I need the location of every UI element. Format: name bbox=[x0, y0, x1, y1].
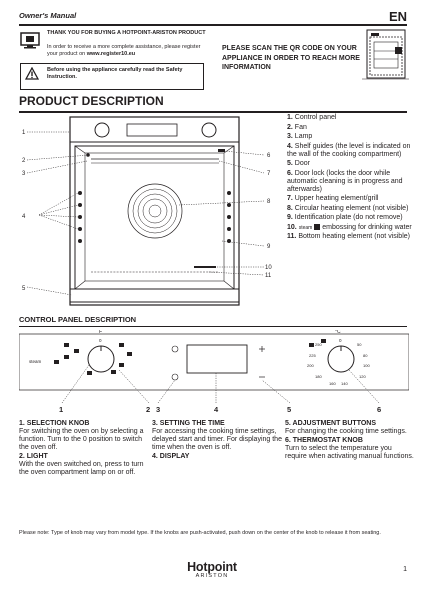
panel-label-5: 5 bbox=[287, 405, 291, 414]
selector-knob-f-label: F bbox=[99, 330, 102, 335]
part-item: 3. Lamp bbox=[287, 133, 313, 140]
setting-time-heading: 3. SETTING THE TIME bbox=[152, 420, 225, 427]
temp-140: 140 bbox=[341, 381, 348, 386]
desc-column-3: 5. ADJUSTMENT BUTTONS For changing the c… bbox=[285, 420, 415, 461]
control-panel-title: CONTROL PANEL DESCRIPTION bbox=[19, 315, 137, 324]
qr-scan-text: PLEASE SCAN THE QR CODE ON YOUR APPLIANC… bbox=[222, 45, 360, 71]
panel-label-3: 3 bbox=[156, 405, 160, 414]
part-item: 10. steam embossing for drinking water bbox=[287, 223, 412, 231]
desc-column-1: 1. SELECTION KNOB For switching the oven… bbox=[19, 420, 149, 477]
part-item: 5. Door bbox=[287, 160, 310, 167]
temp-250: 250 bbox=[315, 342, 322, 347]
part-item: 2. Fan bbox=[287, 123, 307, 131]
brand-sub: ARISTON bbox=[195, 573, 229, 579]
part-item: 6. Door lock (locks the door while autom… bbox=[287, 169, 403, 193]
header-divider bbox=[19, 24, 407, 26]
selector-knob-zero: 0 bbox=[99, 338, 102, 343]
thermostat-knob-zero: 0 bbox=[339, 338, 342, 343]
knob-note: Please note: Type of knob may vary from … bbox=[19, 530, 381, 536]
part-item: 9. Identification plate (do not remove) bbox=[287, 214, 403, 221]
manual-title: Owner's Manual bbox=[19, 11, 77, 20]
light-heading: 2. LIGHT bbox=[19, 453, 48, 460]
temp-80: 80 bbox=[363, 353, 368, 358]
thank-you-heading: THANK YOU FOR BUYING A HOTPOINT-ARISTON … bbox=[47, 30, 206, 36]
panel-label-4: 4 bbox=[214, 405, 219, 414]
temp-225: 225 bbox=[309, 353, 316, 358]
panel-label-6: 6 bbox=[377, 405, 381, 414]
language-code: EN bbox=[388, 9, 407, 24]
steam-function-label: steam bbox=[29, 359, 42, 364]
callout-10: 10 bbox=[265, 265, 272, 271]
display-heading: 4. DISPLAY bbox=[152, 453, 190, 460]
warning-triangle-icon bbox=[25, 67, 39, 80]
callout-8: 8 bbox=[267, 199, 271, 205]
thermostat-knob-text: Turn to select the temperature you requi… bbox=[285, 445, 414, 460]
brand-name: Hotpoint bbox=[187, 560, 237, 574]
callout-11: 11 bbox=[265, 273, 272, 279]
callout-1: 1 bbox=[22, 130, 26, 136]
safety-warning-text: Before using the appliance carefully rea… bbox=[47, 67, 183, 80]
callout-5: 5 bbox=[22, 286, 26, 292]
drop-icon bbox=[314, 223, 321, 230]
callout-7: 7 bbox=[267, 171, 271, 177]
temp-160: 160 bbox=[329, 381, 336, 386]
product-description-title: PRODUCT DESCRIPTION bbox=[19, 94, 164, 108]
temp-180: 180 bbox=[315, 374, 322, 379]
selection-knob-heading: 1. SELECTION KNOB bbox=[19, 420, 90, 427]
callout-6: 6 bbox=[267, 153, 271, 159]
adjustment-buttons-heading: 5. ADJUSTMENT BUTTONS bbox=[285, 420, 377, 427]
control-divider bbox=[19, 326, 407, 327]
light-text: With the oven switched on, press to turn… bbox=[19, 461, 144, 476]
register-computer-icon bbox=[20, 32, 40, 49]
callout-4: 4 bbox=[22, 214, 26, 220]
brand-logo: Hotpoint ARISTON bbox=[172, 560, 252, 579]
register-url[interactable]: www.register10.eu bbox=[86, 51, 136, 57]
part-item: 1. Control panel bbox=[287, 114, 337, 121]
thermostat-knob-heading: 6. THERMOSTAT KNOB bbox=[285, 437, 363, 444]
temp-100: 100 bbox=[363, 363, 370, 368]
selection-knob-text: For switching the oven on by selecting a… bbox=[19, 428, 144, 451]
part-item: 4. Shelf guides (the level is indicated … bbox=[287, 142, 411, 158]
temp-200: 200 bbox=[307, 363, 314, 368]
callout-3: 3 bbox=[22, 171, 26, 177]
panel-label-1: 1 bbox=[59, 405, 63, 414]
oven-diagram: 1 2 3 4 5 6 7 8 9 10 11 bbox=[22, 116, 272, 306]
part-item: 7. Upper heating element/grill bbox=[287, 195, 379, 202]
control-panel-diagram: F 0 steam °C 0 250 50 225 80 200 100 180… bbox=[19, 330, 409, 414]
callout-9: 9 bbox=[267, 244, 271, 250]
setting-time-text: For accessing the cooking time settings,… bbox=[152, 428, 282, 451]
safety-warning-box bbox=[20, 63, 204, 90]
temp-120: 120 bbox=[359, 374, 366, 379]
page-number: 1 bbox=[403, 566, 407, 573]
callout-2: 2 bbox=[22, 158, 26, 164]
panel-label-2: 2 bbox=[146, 405, 150, 414]
oven-qr-illustration bbox=[362, 29, 409, 80]
desc-column-2: 3. SETTING THE TIME For accessing the co… bbox=[152, 420, 282, 461]
section-divider bbox=[19, 111, 407, 113]
parts-list: 1. Control panel 2. Fan 3. Lamp 4. Shelf… bbox=[287, 114, 412, 243]
thermostat-degree-label: °C bbox=[335, 330, 341, 335]
part-item: 8. Circular heating element (not visible… bbox=[287, 204, 409, 212]
temp-50: 50 bbox=[357, 342, 362, 347]
adjustment-buttons-text: For changing the cooking time settings. bbox=[285, 428, 407, 435]
steam-word: steam bbox=[298, 224, 313, 231]
register-instructions: In order to receive a more complete assi… bbox=[47, 44, 201, 57]
part-item: 11. Bottom heating element (not visible) bbox=[287, 233, 410, 240]
